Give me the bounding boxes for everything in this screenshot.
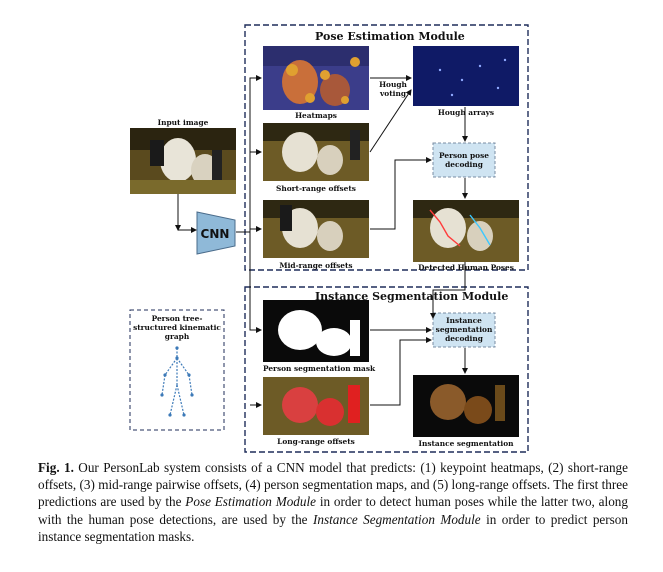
detected-poses-image: [413, 200, 519, 262]
person-segmentation-mask-image: [263, 300, 369, 362]
long-range-offsets-image: [263, 377, 369, 435]
instance-segmentation-image: [413, 375, 519, 437]
instance-seg-label: Instance segmentation: [418, 439, 514, 448]
hough-voting-label: Hough voting: [379, 80, 407, 98]
hough-arrays-image: [413, 46, 519, 106]
long-range-label: Long-range offsets: [277, 437, 355, 446]
caption-text-1: Our PersonLab system consists of a CNN m…: [38, 460, 628, 510]
cnn-block: [196, 211, 236, 255]
heatmaps-label: Heatmaps: [295, 111, 337, 120]
heatmaps-image: [263, 46, 369, 110]
mid-range-offsets-image: [263, 200, 369, 258]
caption-seg-module-ref: Instance Segmentation Module: [313, 511, 481, 527]
kinematic-graph-label: Person tree-structured kinematic graph: [133, 314, 221, 341]
flow-arrows: [175, 75, 468, 408]
person-seg-label: Person segmentation mask: [263, 364, 376, 373]
short-range-offsets-image: [263, 123, 369, 181]
figure-caption: Fig. 1. Our PersonLab system consists of…: [38, 459, 628, 545]
pose-module-box: [244, 24, 529, 271]
caption-fig-label: Fig. 1.: [38, 460, 74, 475]
kinematic-graph: [161, 348, 193, 416]
segmentation-module-box: [244, 286, 529, 453]
kinematic-graph-box: [129, 309, 225, 431]
pose-decoding-label: Person pose decoding: [439, 151, 489, 169]
pose-decoding-box: [432, 142, 496, 178]
short-range-label: Short-range offsets: [276, 184, 356, 193]
detected-poses-label: Detected Human Poses: [418, 263, 514, 272]
mid-range-label: Mid-range offsets: [279, 261, 353, 270]
instance-decoding-label: Instance segmentation decoding: [435, 316, 493, 343]
cnn-label: CNN: [201, 227, 230, 241]
input-image: [130, 128, 236, 194]
caption-pose-module-ref: Pose Estimation Module: [185, 494, 317, 510]
caption-text-2: in order to detect human poses while the…: [38, 494, 628, 527]
diagram-graphics: [129, 24, 529, 453]
segmentation-module-title: Instance Segmentation Module: [315, 290, 509, 303]
input-image-label: Input image: [157, 118, 209, 127]
pose-module-title: Pose Estimation Module: [315, 30, 465, 43]
hough-arrays-label: Hough arrays: [437, 108, 495, 117]
cnn-label-wrapper: CNN: [201, 227, 230, 241]
instance-decoding-box: [432, 312, 496, 348]
caption-text-3: in order to predict person instance segm…: [38, 511, 628, 544]
